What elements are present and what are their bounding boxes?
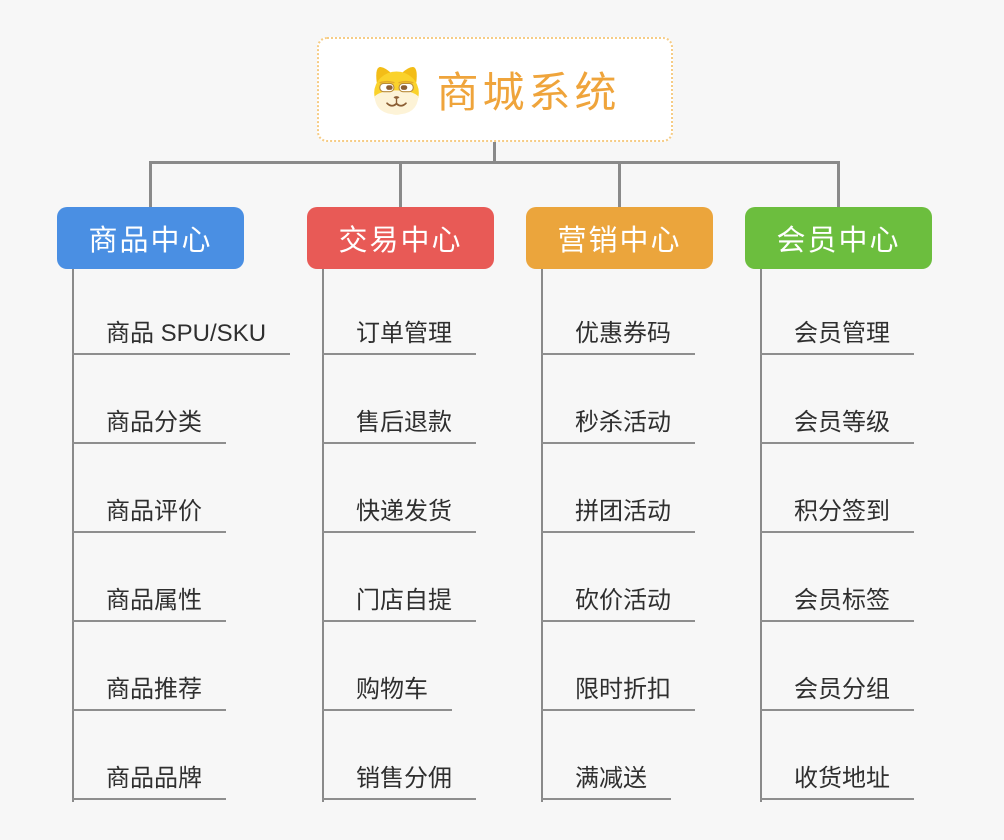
leaf-node-flash-sale[interactable]: 秒杀活动 (541, 400, 695, 444)
dog-face-icon (374, 67, 420, 115)
trunk-member-center (760, 269, 762, 802)
leaf-node-sales-commission[interactable]: 销售分佣 (322, 756, 476, 800)
leaf-node-shopping-cart[interactable]: 购物车 (322, 667, 452, 711)
leaf-node-express-shipping[interactable]: 快递发货 (322, 489, 476, 533)
leaf-node-shipping-address[interactable]: 收货地址 (760, 756, 914, 800)
connector-stub-marketing-center (618, 161, 621, 207)
branch-node-product-center[interactable]: 商品中心 (57, 207, 244, 269)
connector-stub-member-center (837, 161, 840, 207)
leaf-node-member-groups[interactable]: 会员分组 (760, 667, 914, 711)
leaf-node-full-reduction[interactable]: 满减送 (541, 756, 671, 800)
leaf-node-store-pickup[interactable]: 门店自提 (322, 578, 476, 622)
leaf-node-product-attribute[interactable]: 商品属性 (72, 578, 226, 622)
trunk-trade-center (322, 269, 324, 802)
root-title: 商城系统 (436, 69, 621, 116)
branch-node-trade-center[interactable]: 交易中心 (307, 207, 494, 269)
connector-stub-trade-center (399, 161, 402, 207)
branch-node-marketing-center[interactable]: 营销中心 (526, 207, 713, 269)
leaf-node-aftersale-refund[interactable]: 售后退款 (322, 400, 476, 444)
connector-root-stub (493, 142, 496, 163)
trunk-marketing-center (541, 269, 543, 802)
trunk-product-center (72, 269, 74, 802)
connector-horizontal-bar (149, 161, 840, 164)
leaf-node-product-recommend[interactable]: 商品推荐 (72, 667, 226, 711)
connector-stub-product-center (149, 161, 152, 207)
branch-node-member-center[interactable]: 会员中心 (745, 207, 932, 269)
leaf-node-limited-discount[interactable]: 限时折扣 (541, 667, 695, 711)
leaf-node-member-level[interactable]: 会员等级 (760, 400, 914, 444)
leaf-node-bargain-activity[interactable]: 砍价活动 (541, 578, 695, 622)
leaf-node-group-buy[interactable]: 拼团活动 (541, 489, 695, 533)
leaf-node-order-management[interactable]: 订单管理 (322, 311, 476, 355)
leaf-node-product-spu-sku[interactable]: 商品 SPU/SKU (72, 311, 291, 355)
leaf-node-product-review[interactable]: 商品评价 (72, 489, 226, 533)
leaf-node-member-tags[interactable]: 会员标签 (760, 578, 914, 622)
leaf-node-product-category[interactable]: 商品分类 (72, 400, 226, 444)
leaf-node-points-checkin[interactable]: 积分签到 (760, 489, 914, 533)
root-node[interactable]: 商城系统 (317, 37, 673, 142)
leaf-node-product-brand[interactable]: 商品品牌 (72, 756, 226, 800)
leaf-node-member-management[interactable]: 会员管理 (760, 311, 914, 355)
leaf-node-coupon-code[interactable]: 优惠券码 (541, 311, 695, 355)
